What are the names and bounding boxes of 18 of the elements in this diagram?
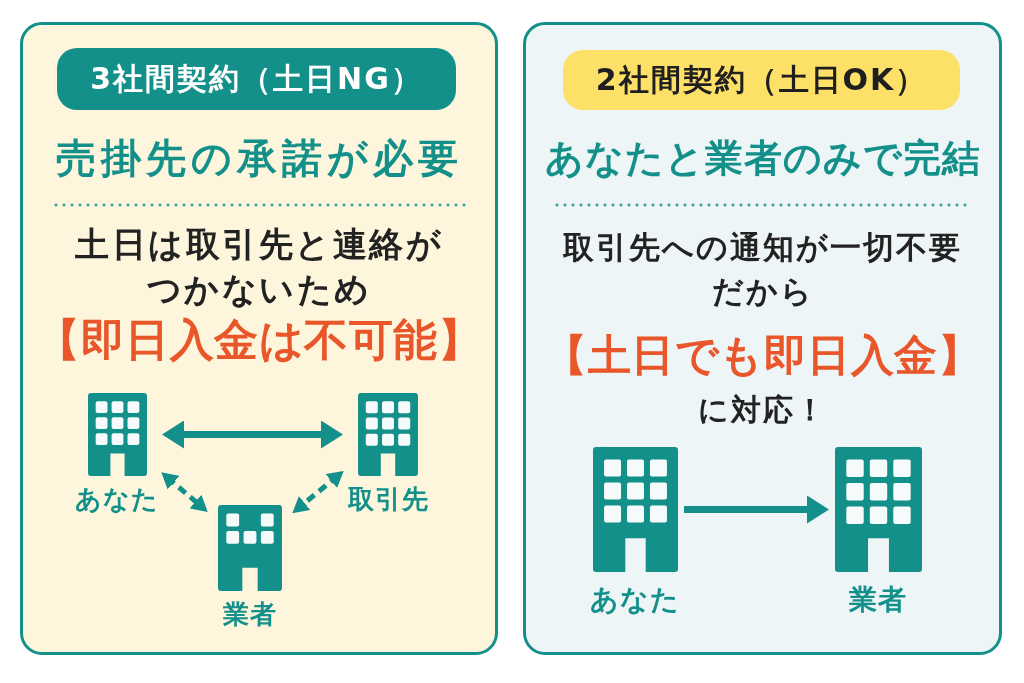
highlight-text: 【即日入金は不可能】 bbox=[36, 313, 482, 367]
description-text: 土日は取引先と連絡がつかないため bbox=[74, 223, 444, 311]
contract-type-badge: 2社間契約（土日OK） bbox=[563, 50, 960, 110]
company-label: あなた bbox=[590, 584, 680, 616]
description-text: 取引先への通知が一切不要だから bbox=[562, 228, 963, 311]
dashed-double-arrow bbox=[159, 470, 210, 514]
dashed-double-arrow bbox=[290, 468, 346, 516]
company-label: 取引先 bbox=[347, 484, 429, 514]
company-label: 業者 bbox=[849, 584, 907, 616]
company-label: あなた bbox=[75, 484, 159, 514]
highlight-text: 【土日でも即日入金】 bbox=[544, 329, 981, 382]
panel-heading: あなたと業者のみで完結 bbox=[544, 135, 981, 182]
comparison-panel bbox=[20, 22, 498, 655]
comparison-panel bbox=[523, 22, 1002, 655]
contract-type-badge: 3社間契約（土日NG） bbox=[57, 48, 456, 110]
panel-heading: 売掛先の承諾が必要 bbox=[55, 134, 463, 183]
description-text: に対応！ bbox=[698, 392, 827, 428]
company-label: 業者 bbox=[223, 599, 277, 629]
